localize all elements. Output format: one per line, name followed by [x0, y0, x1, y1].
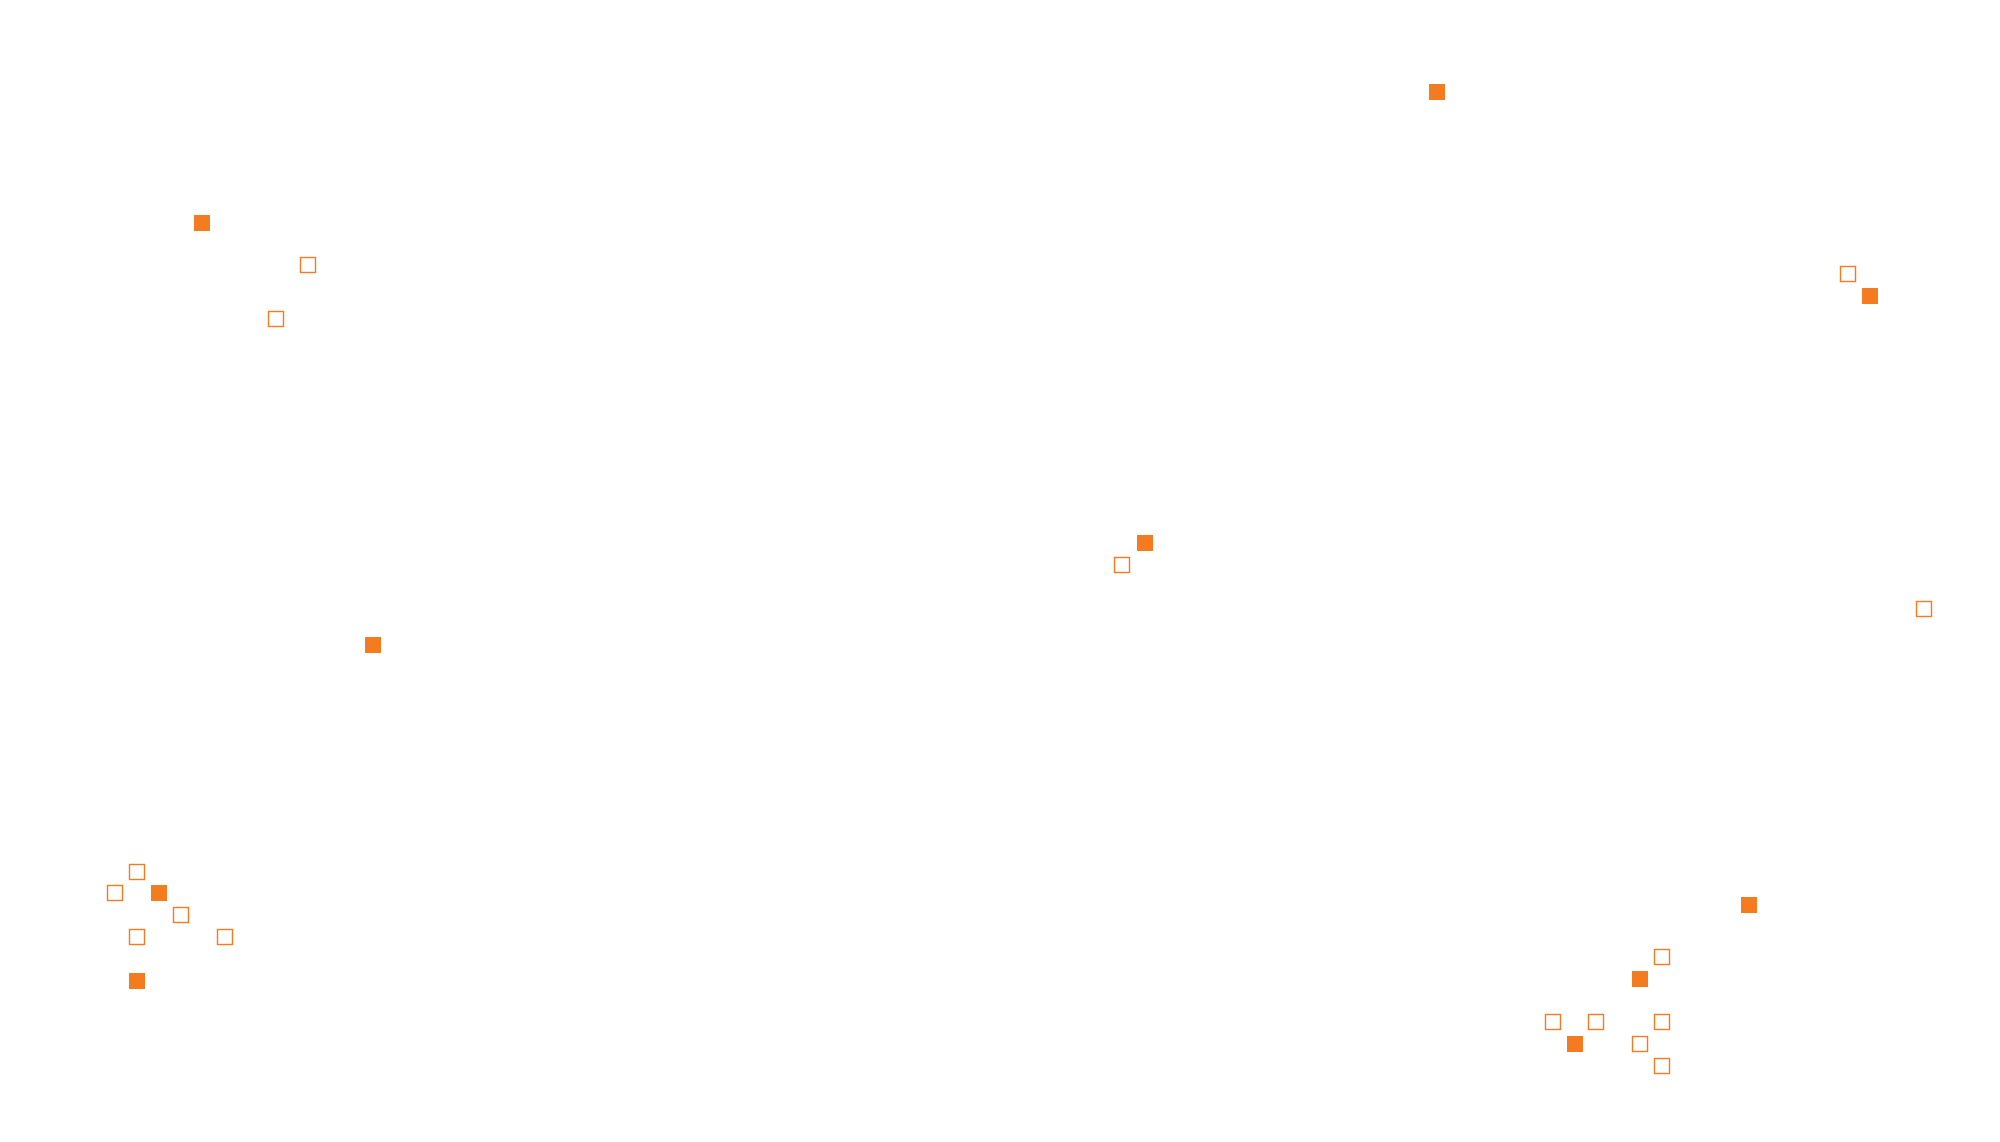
hollow-square-marker — [1587, 1013, 1605, 1031]
hollow-square-marker — [267, 310, 285, 328]
filled-square-marker — [129, 973, 145, 989]
filled-square-marker — [365, 637, 381, 653]
filled-square-marker — [1137, 535, 1153, 551]
hollow-square-marker — [1653, 948, 1671, 966]
filled-square-marker — [194, 215, 210, 231]
hollow-square-marker — [216, 928, 234, 946]
hollow-square-marker — [128, 863, 146, 881]
hollow-square-marker — [1839, 265, 1857, 283]
hollow-square-marker — [1113, 556, 1131, 574]
filled-square-marker — [1741, 897, 1757, 913]
hollow-square-marker — [1653, 1013, 1671, 1031]
hollow-square-marker — [1631, 1035, 1649, 1053]
hollow-square-marker — [1544, 1013, 1562, 1031]
hollow-square-marker — [128, 928, 146, 946]
hollow-square-marker — [106, 884, 124, 902]
hollow-square-marker — [299, 256, 317, 274]
filled-square-marker — [1429, 84, 1445, 100]
filled-square-marker — [1567, 1036, 1583, 1052]
hollow-square-marker — [1915, 600, 1933, 618]
hollow-square-marker — [1653, 1057, 1671, 1075]
filled-square-marker — [1862, 288, 1878, 304]
filled-square-marker — [1632, 971, 1648, 987]
hollow-square-marker — [172, 906, 190, 924]
filled-square-marker — [151, 885, 167, 901]
